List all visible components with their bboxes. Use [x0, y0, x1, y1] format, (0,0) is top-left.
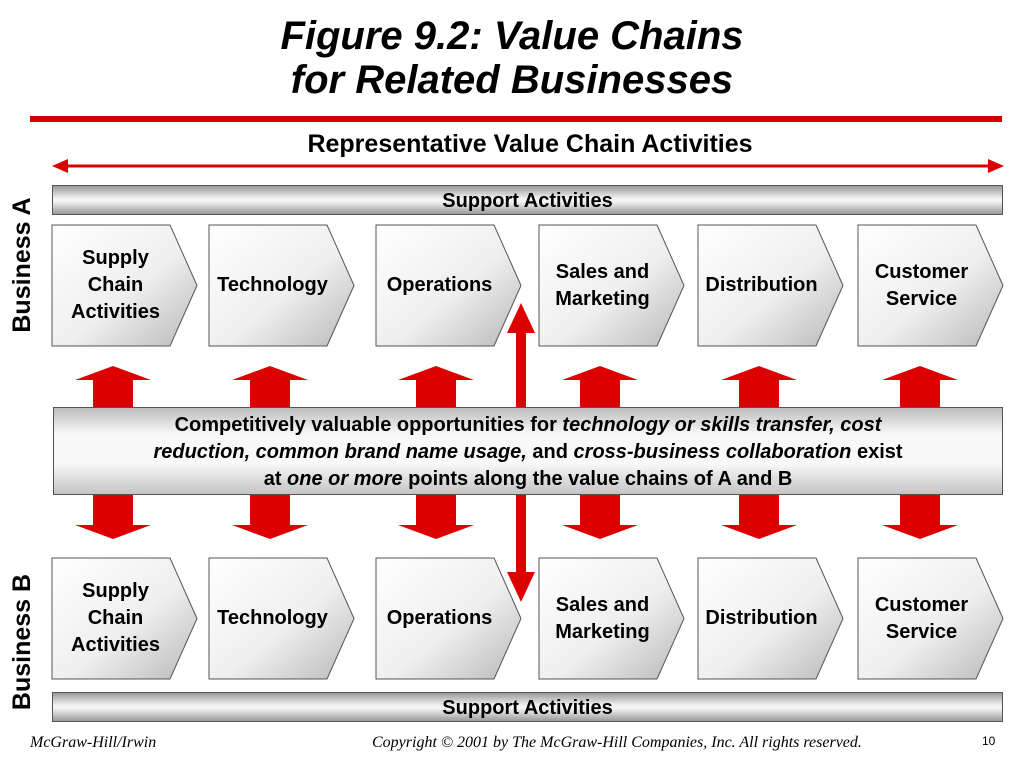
opportunities-text: points along the value chains of A and B — [402, 468, 793, 490]
chevron-distribution-a — [697, 224, 844, 347]
footer-copyright: Copyright © 2001 by The McGraw-Hill Comp… — [372, 734, 862, 751]
up-arrow-icon-6 — [882, 366, 958, 407]
up-arrow-icon-4 — [562, 366, 638, 407]
up-arrow-icon-1 — [75, 366, 151, 407]
down-arrow-icon-3 — [398, 495, 474, 539]
chevron-sales-marketing-a — [538, 224, 685, 347]
up-arrow-icon-3 — [398, 366, 474, 407]
title-line-1: Figure 9.2: Value Chains — [280, 14, 744, 58]
opportunities-emphasis: one or more — [287, 468, 403, 490]
up-arrow-icon-5 — [721, 366, 797, 407]
chevron-technology-a — [208, 224, 355, 347]
chevron-sales-marketing-b — [538, 557, 685, 680]
chevron-operations-a — [375, 224, 522, 347]
chevron-customer-service-a — [857, 224, 1004, 347]
page-number: 10 — [982, 734, 996, 748]
chevron-supply-chain-b — [51, 557, 198, 680]
down-arrow-icon-4 — [562, 495, 638, 539]
support-activities-bar-a: Support Activities — [52, 185, 1003, 215]
opportunities-emphasis: reduction, common brand name usage, — [153, 441, 527, 463]
activity-label-distribution-b: Distribution — [705, 607, 818, 629]
opportunities-emphasis: technology or skills transfer, cost — [562, 414, 882, 436]
activity-label-technology-b: Technology — [217, 607, 328, 629]
down-arrow-icon-1 — [75, 495, 151, 539]
title-rule — [30, 116, 1002, 122]
opportunities-text: and — [526, 441, 574, 463]
opportunities-text: at — [263, 468, 288, 490]
chevron-supply-chain-a — [51, 224, 198, 347]
title-line-2: for Related Businesses — [290, 58, 734, 102]
opportunities-text: exist — [851, 441, 903, 463]
opportunities-emphasis: cross-business collaboration — [573, 441, 852, 463]
activity-label-operations-b: Operations — [386, 607, 493, 629]
down-arrow-icon-2 — [232, 495, 308, 539]
activity-label-distribution-a: Distribution — [705, 274, 818, 296]
footer-publisher: McGraw-Hill/Irwin — [30, 734, 157, 751]
opportunities-line-2: reduction, common brand name usage, and … — [54, 439, 1002, 466]
chevron-customer-service-b — [857, 557, 1004, 680]
up-arrow-icon-2 — [232, 366, 308, 407]
activity-label-technology-a: Technology — [217, 274, 328, 296]
slide-title: Figure 9.2: Value Chains for Related Bus… — [0, 14, 1024, 102]
chevron-operations-b — [375, 557, 522, 680]
support-activities-bar-b: Support Activities — [52, 692, 1003, 722]
opportunities-text: Competitively valuable opportunities for — [174, 414, 563, 436]
diagram-subtitle: Representative Value Chain Activities — [307, 130, 753, 158]
down-arrow-icon-5 — [721, 495, 797, 539]
chevron-technology-b — [208, 557, 355, 680]
opportunities-box: Competitively valuable opportunities for… — [53, 407, 1003, 495]
opportunities-line-3: at one or more points along the value ch… — [54, 466, 1002, 493]
activity-label-operations-a: Operations — [386, 274, 493, 296]
chevron-distribution-b — [697, 557, 844, 680]
opportunities-line-1: Competitively valuable opportunities for… — [54, 412, 1002, 439]
down-arrow-icon-6 — [882, 495, 958, 539]
